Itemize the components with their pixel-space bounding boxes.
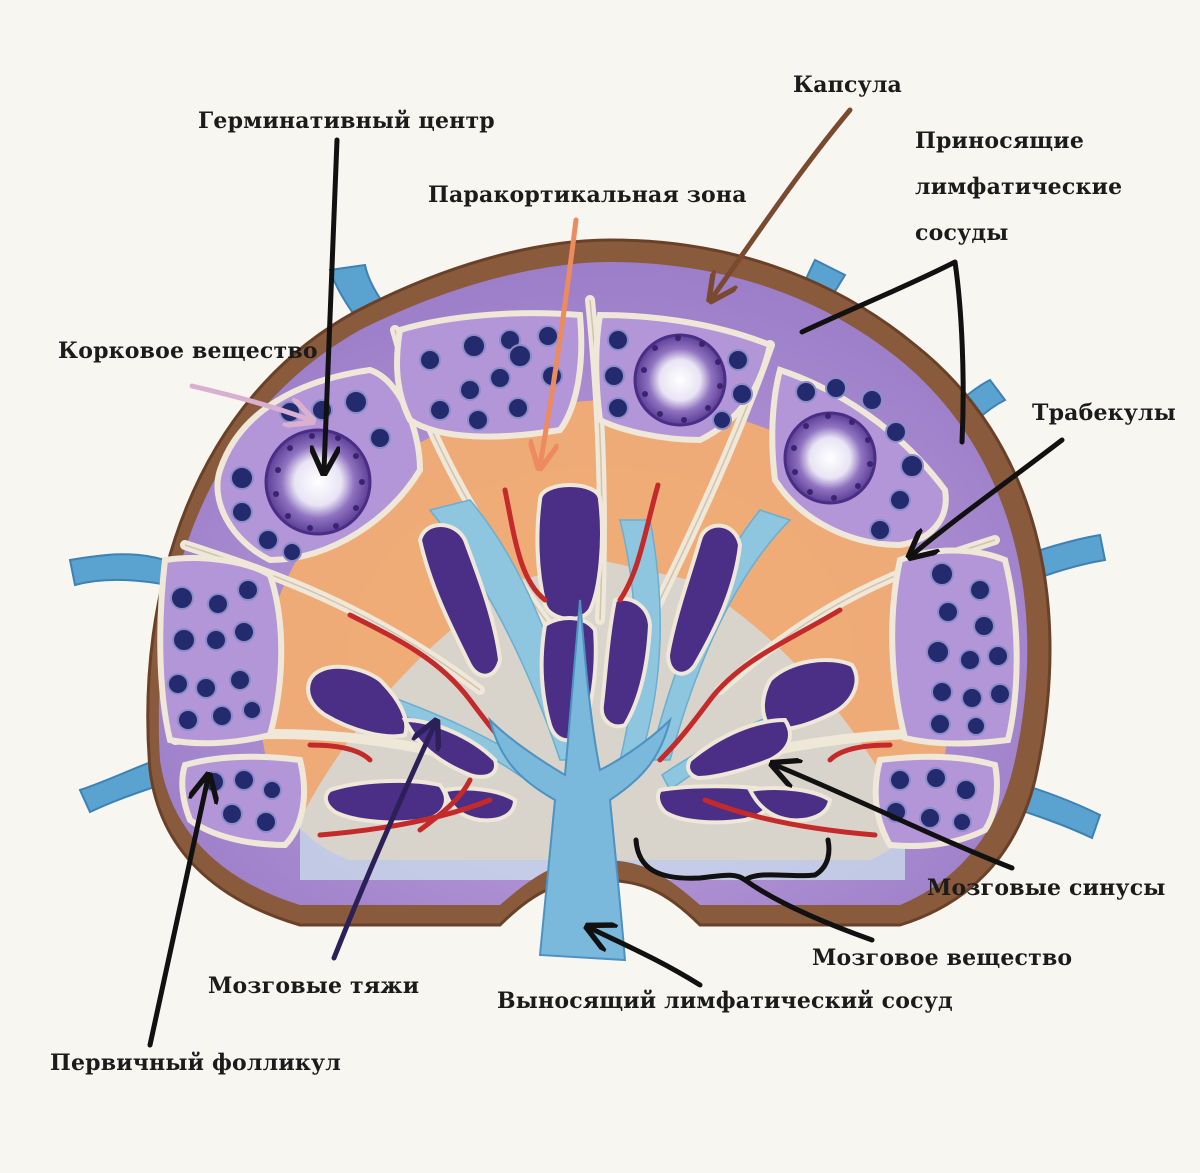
arrow-cortex (189, 383, 310, 420)
germinal-centers (264, 333, 877, 536)
arrow-medullary-cords (331, 724, 435, 961)
label-medullary-cords: Мозговые тяжи (208, 973, 420, 999)
label-paracortex: Паракортикальная зона (428, 182, 747, 208)
arrow-capsule (712, 107, 853, 298)
label-cortex: Корковое вещество (58, 338, 318, 364)
label-trabeculae: Трабекулы (1032, 400, 1177, 426)
efferent-vessel (488, 599, 672, 962)
label-germinal-center: Герминативный центр (198, 108, 495, 134)
annotation-arrows (147, 107, 1065, 1048)
arrow-medulla (633, 837, 875, 943)
arrow-efferent (590, 928, 703, 988)
label-capsule: Капсула (793, 72, 903, 98)
label-primary-follicle: Первичный фолликул (50, 1050, 341, 1076)
arrow-paracortex (540, 217, 579, 465)
arrow-trabeculae (912, 437, 1065, 555)
arrow-germinal-center (324, 137, 337, 470)
label-medullary-sinuses: Мозговые синусы (927, 875, 1166, 901)
arrow-primary-follicle (147, 778, 208, 1048)
arrow-afferent (799, 259, 966, 445)
label-afferent-vessels: Приносящие лимфатические сосуды (915, 128, 1123, 246)
arrow-medullary-sinuses (775, 765, 1015, 871)
label-efferent-vessel: Выносящий лимфатический сосуд (497, 988, 953, 1014)
label-medulla: Мозговое вещество (812, 945, 1073, 971)
